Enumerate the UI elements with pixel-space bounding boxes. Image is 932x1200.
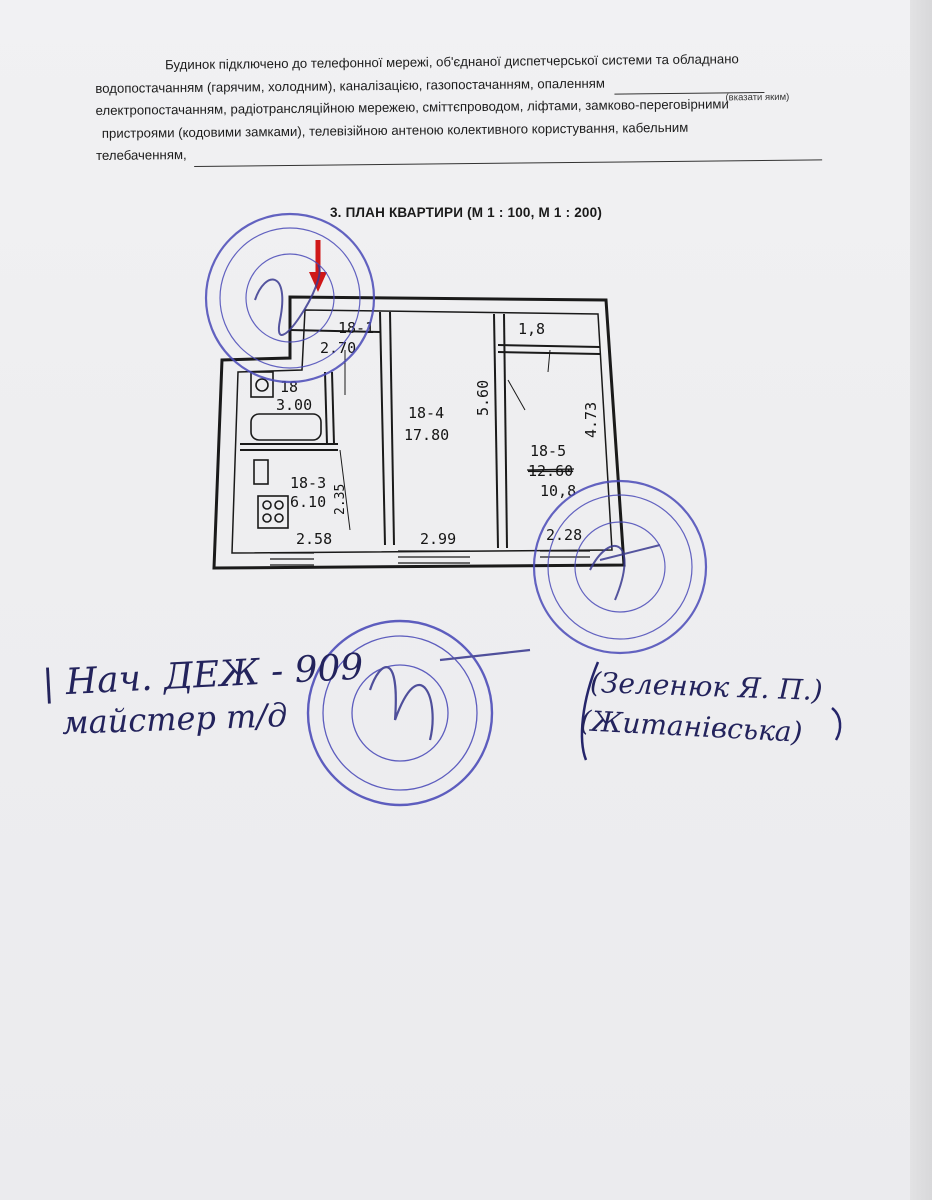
room-18-4-id: 18-4 xyxy=(408,404,444,422)
kitchen-depth: 2.35 xyxy=(333,484,348,515)
room-18-3-area: 6.10 xyxy=(290,493,326,511)
stamp-right xyxy=(532,479,708,655)
balcony-dimension: 1,8 xyxy=(518,320,545,338)
floor-plan-walls xyxy=(212,295,626,570)
room-18-1-id: 18-1 xyxy=(338,319,374,337)
bracket-left xyxy=(580,661,600,761)
dimension-lines xyxy=(339,349,551,531)
room-18-5-area-new: 10,8 xyxy=(540,482,576,500)
room4-width: 2.99 xyxy=(420,530,456,548)
stamp-top-left xyxy=(204,212,376,384)
room5-length: 4.73 xyxy=(582,402,600,438)
room4-length: 5.60 xyxy=(474,380,492,416)
room-18-4-area: 17.80 xyxy=(404,426,449,444)
handwriting-left-line-2: майстер т/д xyxy=(61,696,289,742)
stamp-bottom-center xyxy=(306,619,531,807)
bracket-right xyxy=(831,707,842,741)
plan-title: 3. ПЛАН КВАРТИРИ (М 1 : 100, М 1 : 200) xyxy=(329,205,603,220)
room-18-3-id: 18-3 xyxy=(290,474,326,492)
page-edge xyxy=(910,0,932,1200)
room-labels: 18-1 2.70 18 3.00 18-3 6.10 18-4 17.80 1… xyxy=(276,319,600,548)
strike-line xyxy=(526,468,575,471)
room5-width: 2.28 xyxy=(546,526,582,544)
room-18-2-area: 3.00 xyxy=(276,396,312,414)
room-18-5-id: 18-5 xyxy=(530,442,566,460)
kitchen-width: 2.58 xyxy=(296,530,332,548)
room-18-1-area: 2.70 xyxy=(320,339,356,357)
room-18-5-area-old: 12.60 xyxy=(528,462,573,480)
windows xyxy=(270,550,590,566)
bathroom-fixtures xyxy=(250,371,322,529)
